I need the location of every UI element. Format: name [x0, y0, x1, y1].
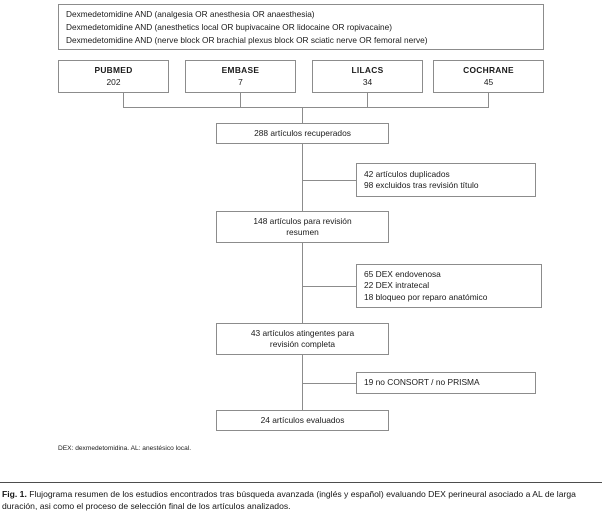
database-count: 45	[483, 76, 494, 87]
figure-footnote: DEX: dexmedetomidina. AL: anestésico loc…	[58, 445, 192, 452]
connector-lilacs-drop	[367, 93, 368, 107]
connector-stage-2-to-3	[302, 243, 303, 323]
connector-embase-drop	[240, 93, 241, 107]
figure-caption: Fig. 1. Flujograma resumen de los estudi…	[2, 488, 598, 512]
stage-box-retrieved: 288 artículos recuperados	[216, 123, 389, 144]
exclusion-line: 98 excluidos tras revisión título	[364, 180, 479, 190]
stage-line: 24 artículos evaluados	[260, 414, 345, 425]
stage-line: 43 artículos atingentes para	[250, 327, 355, 338]
database-box-embase: EMBASE 7	[185, 60, 296, 93]
query-line-1: Dexmedetomidine AND (analgesia OR anesth…	[66, 8, 315, 19]
search-query-box: Dexmedetomidine AND (analgesia OR anesth…	[58, 4, 544, 50]
query-line-3: Dexmedetomidine AND (nerve block OR brac…	[66, 34, 428, 45]
exclusion-box-duplicates: 42 artículos duplicados 98 excluidos tra…	[356, 163, 536, 197]
connector-branch-exclusion-2	[302, 286, 356, 287]
connector-databases-manifold	[123, 107, 489, 108]
database-count: 202	[106, 76, 121, 87]
exclusion-line: 22 DEX intratecal	[364, 280, 430, 291]
connector-stage-3-to-4	[302, 355, 303, 410]
query-line-2: Dexmedetomidine AND (anesthetics local O…	[66, 21, 393, 32]
caption-divider	[0, 482, 602, 483]
stage-box-evaluated: 24 artículos evaluados	[216, 410, 389, 431]
stage-line: 288 artículos recuperados	[254, 127, 351, 138]
connector-branch-exclusion-3	[302, 383, 356, 384]
database-name: LILACS	[351, 65, 384, 75]
database-name: COCHRANE	[463, 65, 514, 75]
exclusion-line: 18 bloqueo por reparo anatómico	[364, 291, 488, 302]
connector-cochrane-drop	[488, 93, 489, 107]
caption-text: Flujograma resumen de los estudios encon…	[2, 489, 576, 512]
database-box-cochrane: COCHRANE 45	[433, 60, 544, 93]
exclusion-line: 19 no CONSORT / no PRISMA	[364, 377, 480, 388]
connector-stage-1-to-2	[302, 144, 303, 211]
database-box-lilacs: LILACS 34	[312, 60, 423, 93]
caption-label: Fig. 1.	[2, 489, 27, 499]
database-name: EMBASE	[221, 65, 260, 75]
exclusion-line: 65 DEX endovenosa	[364, 268, 441, 279]
exclusion-box-dex-routes: 65 DEX endovenosa 22 DEX intratecal 18 b…	[356, 264, 542, 308]
connector-pubmed-drop	[123, 93, 124, 107]
stage-line: resumen	[286, 227, 319, 237]
stage-box-abstract-review: 148 artículos para revisión resumen	[216, 211, 389, 243]
stage-line: 148 artículos para revisión	[253, 215, 352, 226]
database-box-pubmed: PUBMED 202	[58, 60, 169, 93]
database-name: PUBMED	[94, 65, 133, 75]
exclusion-line: 42 artículos duplicados	[364, 168, 450, 179]
database-count: 7	[238, 76, 243, 87]
stage-box-full-review: 43 artículos atingentes para revisión co…	[216, 323, 389, 355]
stage-line: revisión completa	[269, 339, 336, 349]
connector-manifold-to-stage-1	[302, 107, 303, 123]
exclusion-box-consort-prisma: 19 no CONSORT / no PRISMA	[356, 372, 536, 394]
database-count: 34	[362, 76, 373, 87]
connector-branch-exclusion-1	[302, 180, 356, 181]
